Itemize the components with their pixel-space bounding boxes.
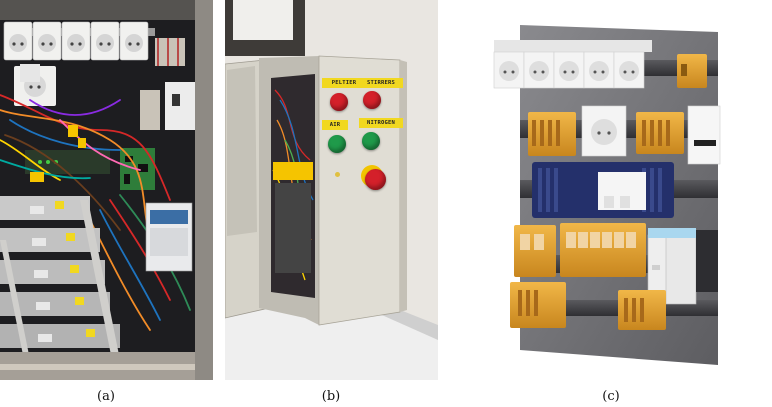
caption-b: (b) [321, 389, 341, 404]
nitrogen-label: NITROGEN [359, 118, 403, 128]
stirrers-label: STIRRERS [359, 78, 403, 88]
stirrers-button [363, 91, 381, 109]
caption-a: (a) [97, 389, 115, 404]
cabinet-interior-photo [0, 0, 213, 380]
panel-a-photo [0, 0, 213, 380]
panel-c-render [480, 20, 740, 372]
emergency-stop-button [365, 169, 386, 190]
caption-c: (c) [602, 389, 620, 404]
peltier-label: PELTIER [322, 78, 366, 88]
air-button [328, 135, 346, 153]
peltier-button [330, 93, 348, 111]
air-label: AIR [322, 120, 348, 130]
indicator-dot [335, 172, 340, 177]
panel-b-photo: PELTIER STIRRERS AIR NITROGEN [225, 0, 438, 380]
din-rail-render [493, 25, 721, 365]
nitrogen-button [362, 132, 380, 150]
control-box-photo [225, 0, 438, 380]
